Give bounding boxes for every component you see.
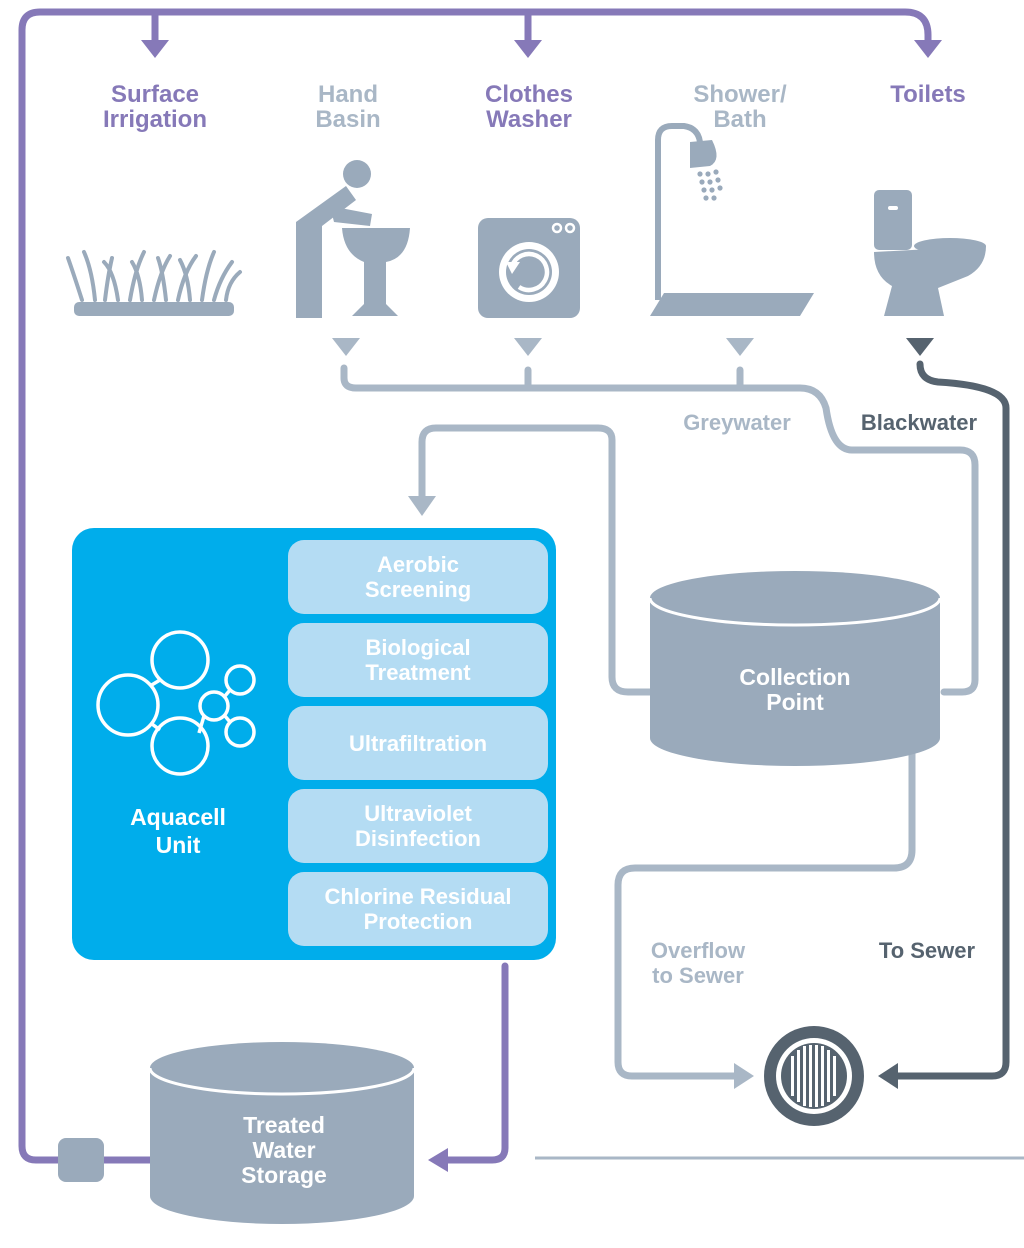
toilets-label: Toilets bbox=[890, 81, 966, 108]
shower-bath-label: Shower/Bath bbox=[693, 81, 787, 133]
recycled-water-line bbox=[18, 8, 932, 1164]
hand-basin-icon bbox=[296, 160, 410, 318]
shower-icon bbox=[650, 123, 814, 316]
to-sewer-label: To Sewer bbox=[878, 938, 976, 963]
greywater-line bbox=[340, 364, 979, 1080]
drain-grate-icon bbox=[764, 1026, 864, 1126]
greywater-label: Greywater bbox=[683, 410, 791, 435]
treated-water-storage-tank bbox=[148, 1042, 416, 1224]
collection-point-tank bbox=[648, 571, 942, 766]
molecule-icon bbox=[96, 630, 256, 776]
step-ultrafiltration: Ultrafiltration bbox=[288, 706, 548, 780]
pump-block bbox=[58, 1138, 104, 1182]
dark-arrowheads bbox=[878, 338, 934, 1089]
grey-arrowheads bbox=[332, 338, 754, 1089]
toilet-icon bbox=[874, 190, 986, 316]
blackwater-line bbox=[894, 360, 1010, 1080]
blackwater-label: Blackwater bbox=[860, 410, 978, 435]
purple-arrowheads bbox=[141, 40, 942, 1172]
washing-machine-icon bbox=[478, 218, 580, 318]
grass-icon bbox=[66, 250, 242, 316]
